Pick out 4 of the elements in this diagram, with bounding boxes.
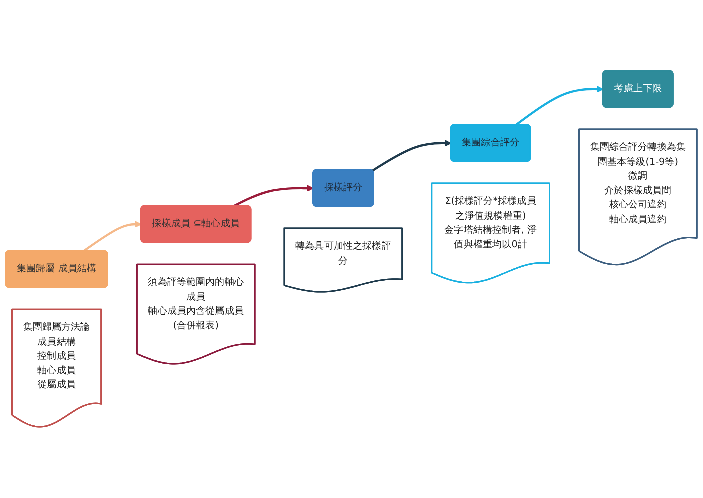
- arrow: [372, 140, 452, 172]
- arrow: [83, 221, 142, 252]
- arrow: [233, 185, 314, 208]
- arrow: [515, 86, 604, 126]
